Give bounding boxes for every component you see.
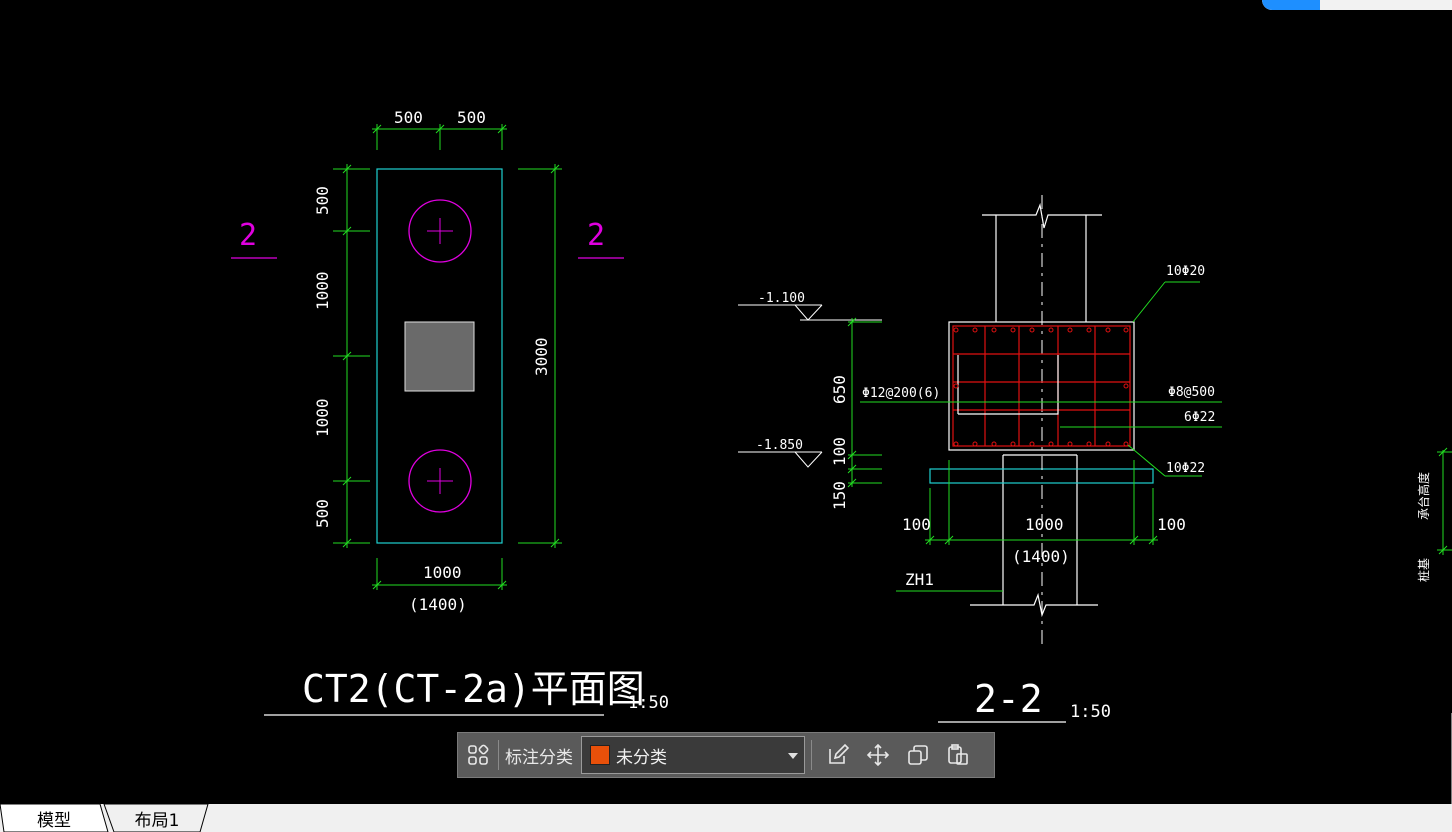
rebar-bottom: 10Φ22 <box>1166 461 1205 476</box>
edit-icon[interactable] <box>818 733 858 777</box>
section-dim-left-1: 650 <box>830 375 849 404</box>
section-dim-bottom-1: 100 <box>902 515 931 534</box>
section-dim-left-2: 100 <box>830 437 849 466</box>
category-color-swatch <box>590 745 610 765</box>
tab-model[interactable]: 模型 <box>37 810 71 831</box>
section-dim-left-3: 150 <box>830 481 849 510</box>
plan-dim-left-3: 1000 <box>313 398 332 437</box>
plan-dim-bottom-alt: (1400) <box>409 595 467 614</box>
category-value: 未分类 <box>616 747 667 768</box>
elev-bottom: -1.850 <box>756 438 803 453</box>
layout-tab-bar: 模型 布局1 <box>0 804 1452 832</box>
section-view: -1.100 -1.850 10Φ20 Φ12@200(6) Φ8@500 6Φ… <box>738 195 1222 723</box>
move-icon[interactable] <box>858 733 898 777</box>
plan-dim-right: 3000 <box>532 337 551 376</box>
tab-layout1[interactable]: 布局1 <box>134 810 180 831</box>
section-scale: 1:50 <box>1070 702 1111 722</box>
paste-icon[interactable] <box>938 733 978 777</box>
section-mark-left: 2 <box>239 218 257 253</box>
apps-icon[interactable] <box>458 733 498 777</box>
category-select[interactable]: 未分类 <box>581 736 805 774</box>
rebar-mid: 6Φ22 <box>1184 410 1215 425</box>
copy-icon[interactable] <box>898 733 938 777</box>
section-dim-bottom-alt: (1400) <box>1012 547 1070 566</box>
chevron-down-icon <box>788 753 798 759</box>
pile-label: ZH1 <box>905 570 934 589</box>
plan-view: 500 500 500 1000 1000 500 3000 1000 (140… <box>231 108 669 716</box>
corner-widget[interactable] <box>1262 0 1452 10</box>
plan-dim-left-4: 500 <box>313 499 332 528</box>
section-mark-right: 2 <box>587 218 605 253</box>
rebar-side: Φ8@500 <box>1168 385 1215 400</box>
section-title: 2-2 <box>974 677 1043 721</box>
right-edge-partial: 承台高度 桩基 <box>1416 447 1452 804</box>
plan-title: CT2(CT-2a)平面图 <box>302 667 645 711</box>
category-label: 标注分类 <box>505 747 573 768</box>
elev-top: -1.100 <box>758 291 805 306</box>
section-dim-bottom-3: 100 <box>1157 515 1186 534</box>
section-dim-bottom-2: 1000 <box>1025 515 1064 534</box>
rebar-top: 10Φ20 <box>1166 264 1205 279</box>
toolbar-separator <box>811 740 812 770</box>
toolbar-separator <box>498 740 499 770</box>
annotation-toolbar: 标注分类 未分类 <box>457 732 995 778</box>
corner-widget-accent <box>1262 0 1320 10</box>
cad-drawing-canvas[interactable]: 500 500 500 1000 1000 500 3000 1000 (140… <box>0 0 1452 804</box>
plan-dim-bottom: 1000 <box>423 563 462 582</box>
right-label-1: 承台高度 <box>1416 472 1431 520</box>
plan-scale: 1:50 <box>628 693 669 713</box>
plan-dim-top-2: 500 <box>457 108 486 127</box>
plan-dim-left-2: 1000 <box>313 271 332 310</box>
plan-dim-top-1: 500 <box>394 108 423 127</box>
rebar-stirrup: Φ12@200(6) <box>862 386 940 401</box>
right-label-2: 桩基 <box>1416 558 1431 582</box>
plan-dim-left-1: 500 <box>313 186 332 215</box>
